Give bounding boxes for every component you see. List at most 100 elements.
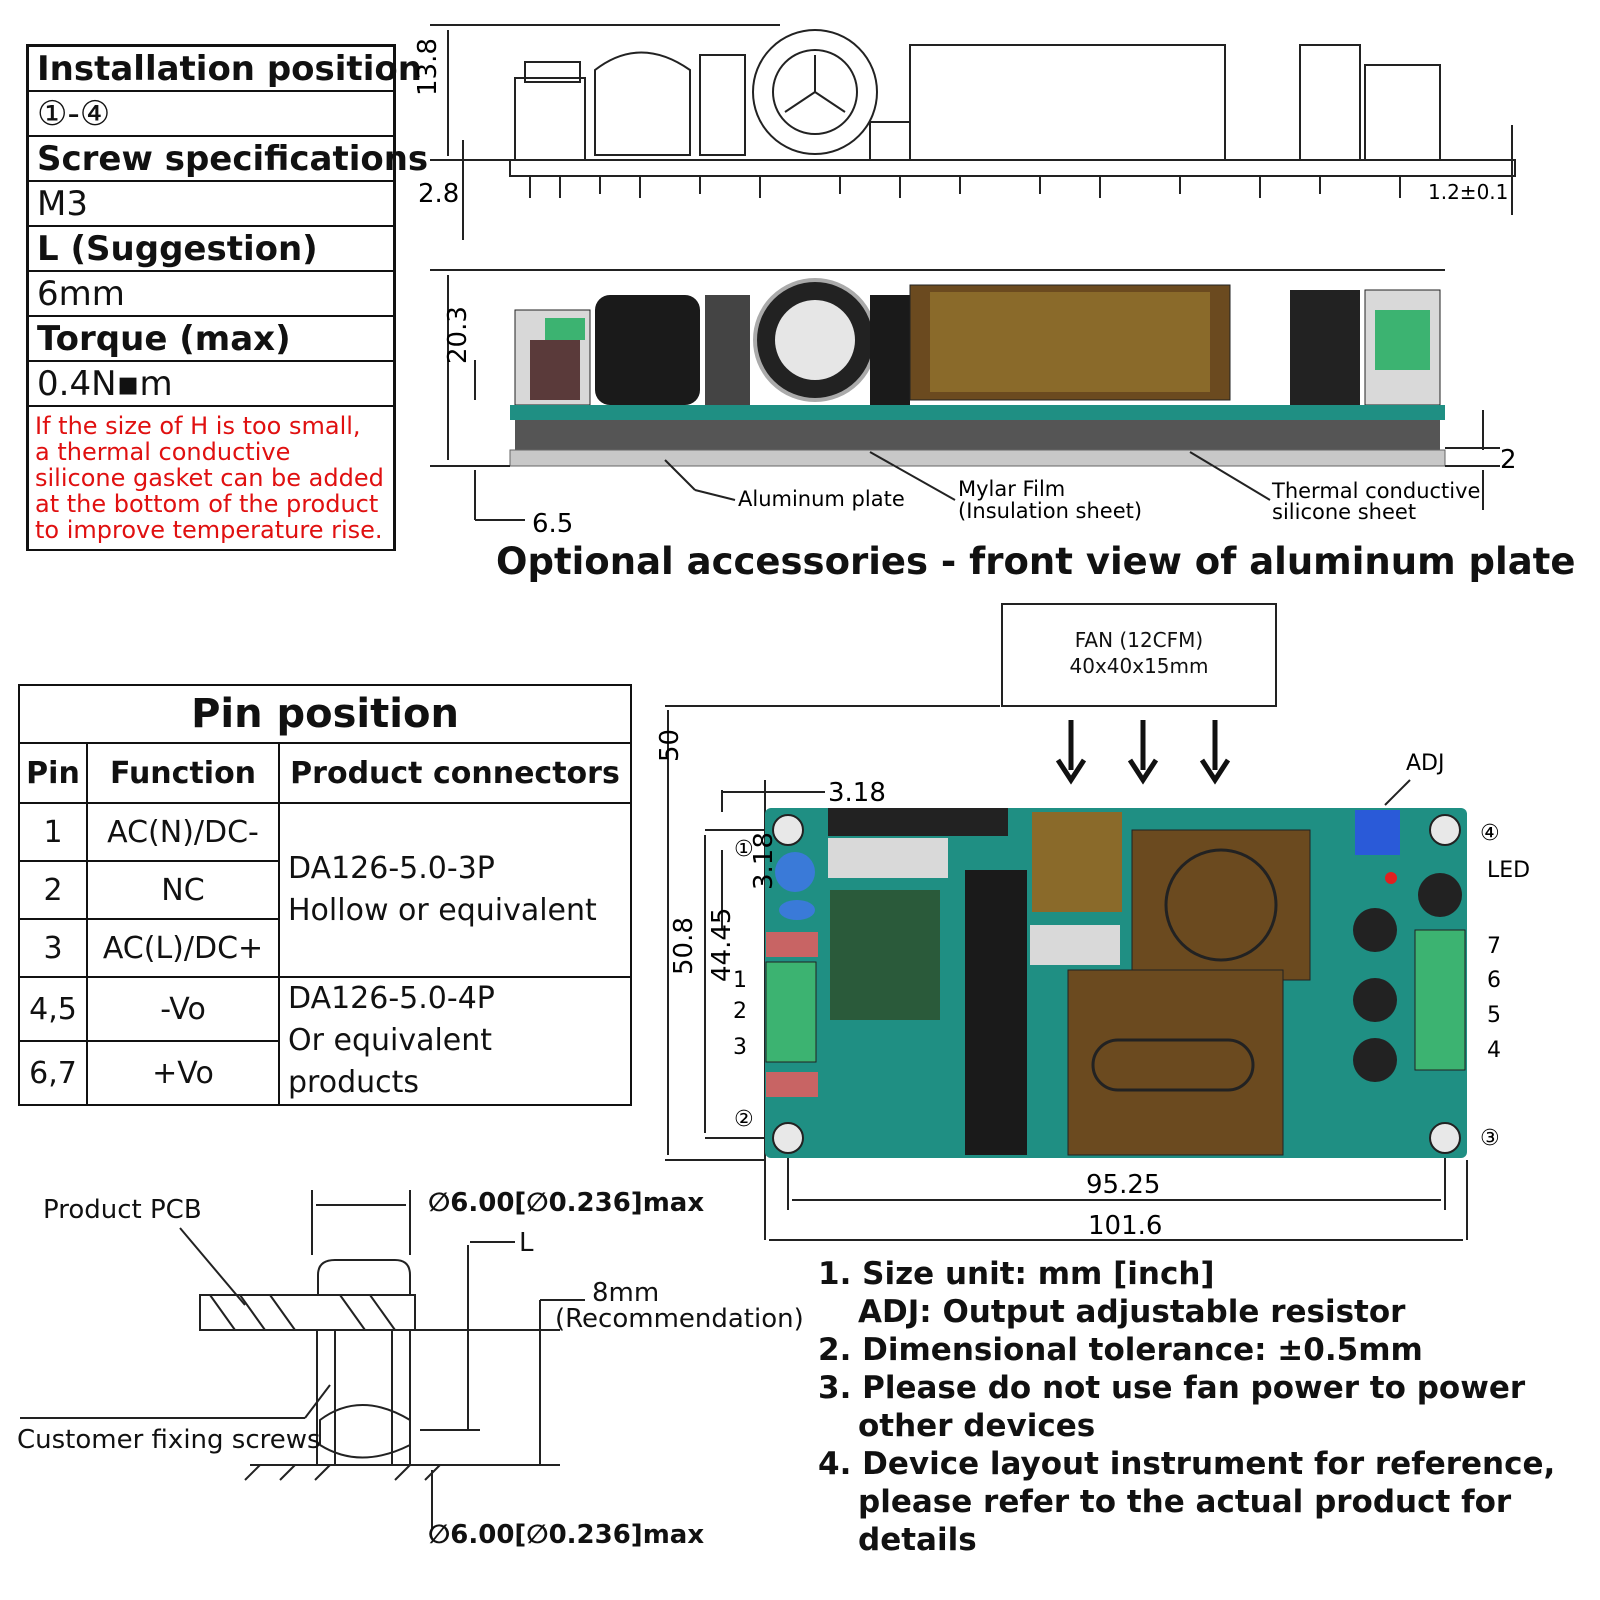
plate-thickness: 2 xyxy=(1500,445,1517,475)
table-row: 1 AC(N)/DC- DA126-5.0-3P Hollow or equiv… xyxy=(18,802,632,978)
capacitor-cp3 xyxy=(1030,925,1120,965)
col-pin: Pin xyxy=(18,742,88,804)
width-outer-dim: 101.6 xyxy=(1088,1211,1162,1241)
components-bottom xyxy=(515,420,1440,450)
airflow-arrow xyxy=(1199,758,1231,785)
output-connector xyxy=(1414,929,1466,1071)
mounting-hole-4 xyxy=(1429,814,1461,846)
hole-label-1: ① xyxy=(734,837,754,862)
height-inner-dim: 44.45 xyxy=(707,908,737,982)
mounting-hole-3 xyxy=(1429,1122,1461,1154)
capacitor-outline xyxy=(752,29,878,155)
inductor-l5 xyxy=(1032,812,1122,912)
note-line: at the bottom of the product xyxy=(35,490,379,518)
output-pin-6: 6 xyxy=(1487,968,1501,993)
capacitor-cp2 xyxy=(828,838,948,878)
heatsink-strip xyxy=(828,808,1008,836)
installation-table: Installation position ①-④ Screw specific… xyxy=(26,44,428,551)
screw-head-top xyxy=(317,1259,411,1296)
installation-position-value: ①-④ xyxy=(29,92,393,137)
notes-list: 1. Size unit: mm [inch] ADJ: Output adju… xyxy=(818,1255,1588,1559)
height-13-8: 13.8 xyxy=(413,38,443,96)
note-line: If the size of H is too small, xyxy=(35,412,361,440)
pin-table: Pin position Pin Function Product connec… xyxy=(18,684,632,1106)
col-connectors: Product connectors xyxy=(278,742,632,804)
note-4: 4. Device layout instrument for referenc… xyxy=(818,1446,1556,1482)
accessories-title: Optional accessories - front view of alu… xyxy=(496,540,1576,583)
output-pin-5: 5 xyxy=(1487,1003,1501,1028)
inductor xyxy=(595,295,700,405)
note-line: to improve temperature rise. xyxy=(35,516,383,544)
input-pin-1: 1 xyxy=(733,968,747,993)
mylar-film-callout: Mylar Film xyxy=(958,477,1065,501)
pin-table-title: Pin position xyxy=(18,684,632,744)
thermal-note: If the size of H is too small, a thermal… xyxy=(29,407,393,549)
offset-6-5: 6.5 xyxy=(532,509,573,539)
note-1: 1. Size unit: mm [inch] xyxy=(818,1256,1215,1292)
input-pin-2: 2 xyxy=(733,999,747,1024)
screw-head-bottom xyxy=(319,1404,411,1459)
col-function: Function xyxy=(86,742,280,804)
length-label: L (Suggestion) xyxy=(29,227,393,272)
connector-2: DA126-5.0-4P Or equivalent products xyxy=(278,976,632,1106)
board-front-drawing: 50 3.18 3.18 50.8 44.45 95.25 101.6 ADJ … xyxy=(655,705,1530,1241)
heatsink-bar xyxy=(965,870,1027,1155)
height-outer-dim: 50.8 xyxy=(669,917,699,975)
insulation-sheet-callout: (Insulation sheet) xyxy=(958,499,1142,523)
thermal-sheet-callout: Thermal conductive xyxy=(1271,479,1480,503)
note-3: 3. Please do not use fan power to power xyxy=(818,1370,1526,1406)
recommendation-label: (Recommendation) xyxy=(555,1304,804,1334)
silicone-sheet-callout: silicone sheet xyxy=(1272,500,1416,524)
note-4b: please refer to the actual product for xyxy=(858,1484,1512,1520)
product-pcb-label: Product PCB xyxy=(43,1195,202,1225)
adj-potentiometer xyxy=(1355,810,1400,855)
airflow-arrow xyxy=(1127,758,1159,785)
aluminum-plate-callout: Aluminum plate xyxy=(738,487,905,511)
pcb-board xyxy=(510,405,1445,420)
pcb-thickness: 1.2±0.1 xyxy=(1428,180,1508,204)
hole-label-3: ③ xyxy=(1480,1126,1500,1151)
fan-gap-dim: 50 xyxy=(655,729,685,762)
installation-position-label: Installation position xyxy=(29,47,422,92)
recommendation-value: 8mm xyxy=(592,1278,660,1308)
capacitor-ce4 xyxy=(1418,873,1462,917)
fan-box: FAN (12CFM) 40x40x15mm xyxy=(1001,603,1277,707)
table-row: 6,7 +Vo xyxy=(18,1040,631,1106)
capacitor-ce3 xyxy=(1353,1038,1397,1082)
customer-screws-label: Customer fixing screws xyxy=(17,1425,321,1455)
capacitor-ce2 xyxy=(1353,978,1397,1022)
transformer-outline xyxy=(909,44,1226,161)
height-20-3: 20.3 xyxy=(443,306,473,364)
output-pin-7: 7 xyxy=(1487,934,1501,959)
side-view-top xyxy=(430,24,1516,240)
standoff-right xyxy=(391,1329,411,1466)
mounting-hole-2 xyxy=(772,1122,804,1154)
screw-detail-drawing xyxy=(20,1190,585,1530)
note-line: silicone gasket can be added xyxy=(35,464,384,492)
common-mode-choke xyxy=(830,890,940,1020)
note-2: 2. Dimensional tolerance: ±0.5mm xyxy=(818,1332,1423,1368)
screw-spec-value: M3 xyxy=(29,182,393,227)
table-row: 2 NC xyxy=(18,860,631,920)
capacitor-cy2 xyxy=(775,852,815,892)
note-line: a thermal conductive xyxy=(35,438,291,466)
airflow-arrow xyxy=(1055,758,1087,785)
input-connector xyxy=(765,961,817,1063)
hole-offset-x-dim: 3.18 xyxy=(828,778,886,808)
torque-label: Torque (max) xyxy=(29,317,393,362)
product-pcb-section xyxy=(199,1294,416,1331)
diameter-top-label: ∅6.00[∅0.236]max xyxy=(428,1188,705,1218)
torque-value: 0.4N▪m xyxy=(29,362,393,407)
height-2-8: 2.8 xyxy=(418,179,459,209)
input-pin-3: 3 xyxy=(733,1035,747,1060)
fuse-f2 xyxy=(766,1072,818,1097)
transformer-t1 xyxy=(1067,969,1284,1156)
note-3b: other devices xyxy=(858,1408,1096,1444)
hole-label-4: ④ xyxy=(1480,821,1500,846)
width-inner-dim: 95.25 xyxy=(1086,1170,1160,1200)
mounting-hole-1 xyxy=(772,814,804,846)
side-views-drawing: 13.8 2.8 1.2±0.1 xyxy=(413,24,1517,539)
connector-1: DA126-5.0-3P Hollow or equivalent xyxy=(278,802,632,978)
note-4c: details xyxy=(858,1522,977,1558)
inductor-outline xyxy=(594,51,691,156)
